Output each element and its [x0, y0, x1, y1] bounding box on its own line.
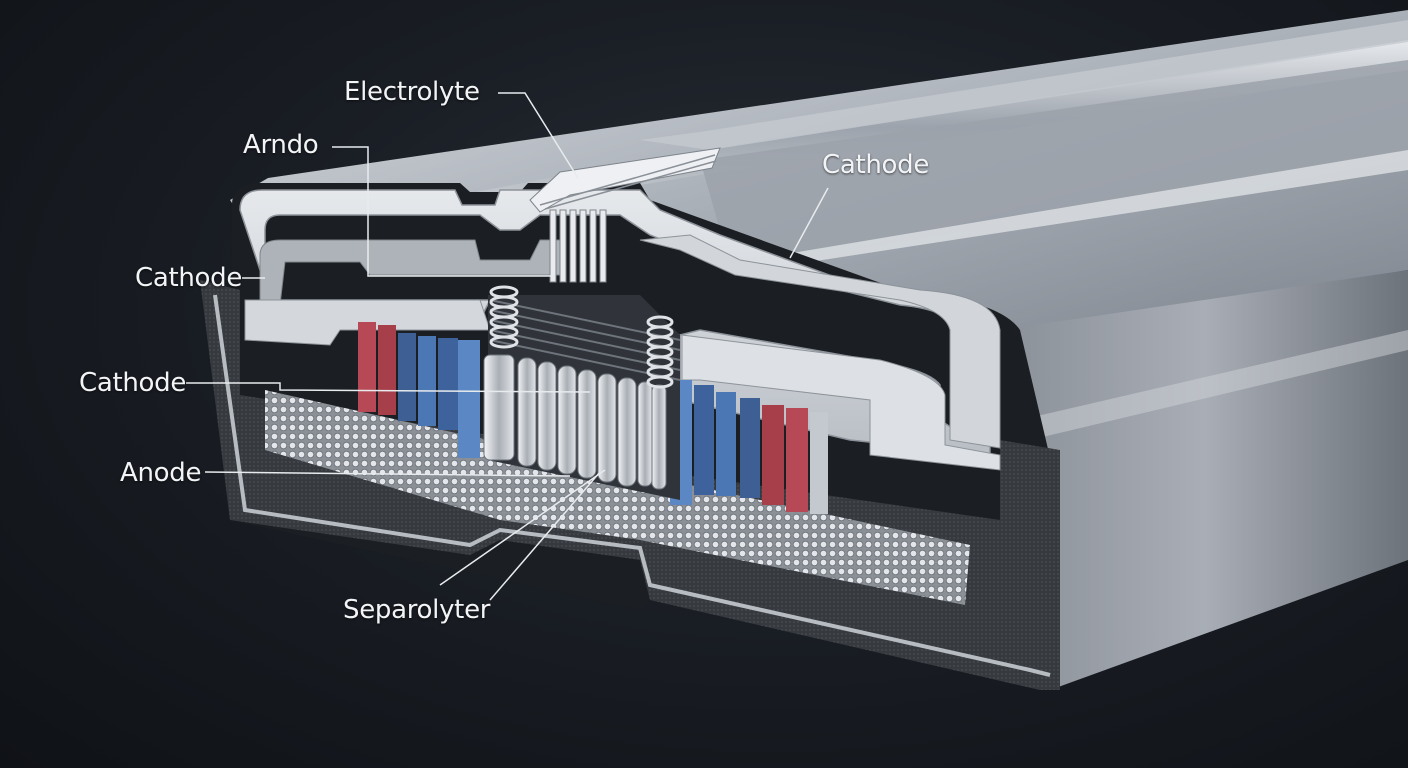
label-electrolyte: Electrolyte	[344, 77, 480, 107]
spring-contact-left	[489, 285, 519, 349]
label-cathode-top-right: Cathode	[822, 150, 930, 180]
electrode-stack-right	[670, 380, 828, 514]
label-anode-left: Anode	[120, 458, 202, 488]
label-separolyter: Separolyter	[343, 595, 491, 625]
leader-lines	[186, 92, 829, 601]
terminal-fins	[549, 209, 607, 283]
label-cathode-left-upper: Cathode	[135, 263, 243, 293]
label-arndo: Arndo	[243, 130, 319, 160]
central-current-plates	[483, 354, 667, 490]
label-cathode-left-middle: Cathode	[79, 368, 187, 398]
electrode-stack-left	[358, 322, 480, 458]
porous-electrode-layer	[265, 390, 970, 605]
spring-contact-right	[646, 315, 674, 389]
casing-side-face	[1000, 270, 1408, 690]
